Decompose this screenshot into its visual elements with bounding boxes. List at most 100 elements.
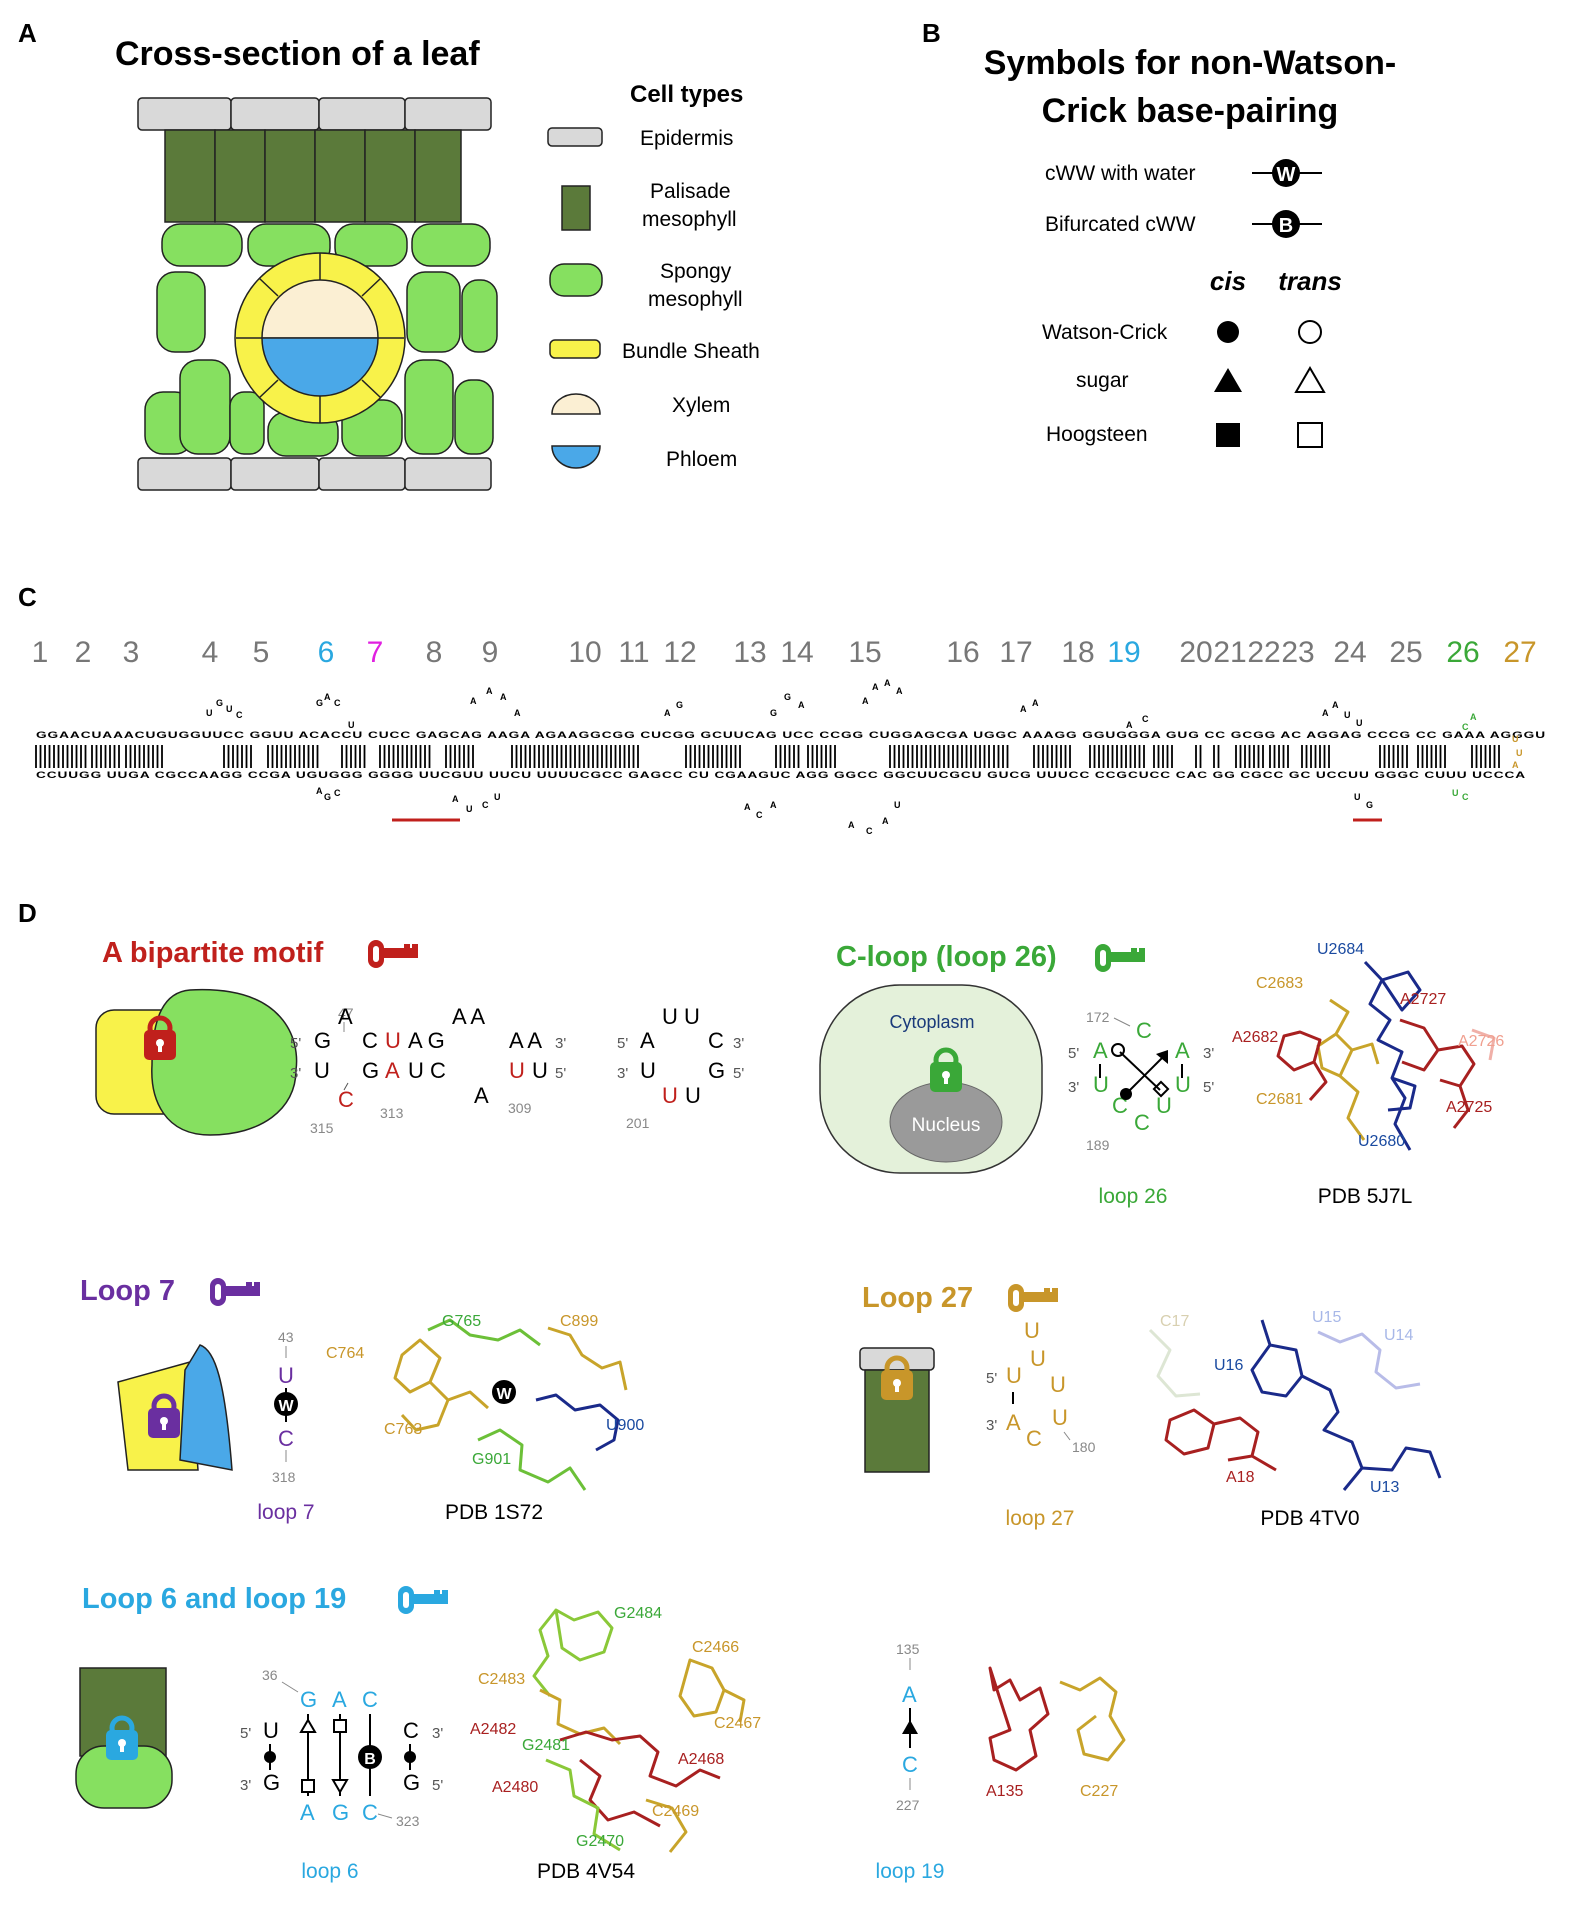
svg-text:C: C xyxy=(1026,1426,1042,1451)
loop6-caption: loop 6 xyxy=(301,1860,358,1883)
loop19-molecule xyxy=(988,1666,1126,1772)
loop-number: 18 xyxy=(1061,636,1094,669)
residue-label: U2684 xyxy=(1317,941,1364,958)
loop27-residue-labels: C17 U15 U14 U16 A18 U13 xyxy=(1160,1309,1413,1496)
loop27-pdb: PDB 4TV0 xyxy=(1260,1507,1359,1530)
loop27-section: Loop 27 U U 5' U U 3' A U C 180 loop xyxy=(859,1282,1442,1530)
hairpin-nucleotide: A xyxy=(862,696,869,706)
residue-label: U2680 xyxy=(1358,1133,1405,1150)
svg-text:C: C xyxy=(1136,1018,1152,1043)
epidermis-cell xyxy=(137,457,232,491)
key-icon xyxy=(368,940,418,968)
hairpin-nucleotide: A xyxy=(1032,698,1039,708)
residue-label: C2469 xyxy=(652,1803,699,1820)
nt: G xyxy=(314,1028,331,1053)
svg-text:U: U xyxy=(1024,1318,1040,1343)
hairpin-nucleotide: A xyxy=(744,802,751,812)
nt-189: 189 xyxy=(1086,1137,1110,1153)
nt-47: 47 xyxy=(338,1005,354,1021)
loop-number: 16 xyxy=(946,636,979,669)
palisade-cell xyxy=(264,129,316,223)
palisade-cell xyxy=(164,129,216,223)
residue-label: U900 xyxy=(606,1417,644,1434)
cloop-molecule xyxy=(1276,960,1496,1151)
spongy-cell xyxy=(161,223,243,267)
svg-text:3': 3' xyxy=(986,1417,997,1434)
nt-227: 227 xyxy=(896,1797,920,1813)
nt-318: 318 xyxy=(272,1469,296,1485)
hairpin-nucleotide: A xyxy=(896,686,903,696)
three-prime-2: 3' xyxy=(555,1035,566,1052)
five-prime-1: 5' xyxy=(290,1035,301,1052)
svg-text:3': 3' xyxy=(240,1777,251,1794)
loop7-title: Loop 7 xyxy=(80,1275,175,1307)
hairpin-nucleotide: G xyxy=(1366,800,1373,810)
residue-label: A2480 xyxy=(492,1779,538,1796)
nt: A xyxy=(385,1058,400,1083)
hairpin-nucleotide: A xyxy=(316,786,323,796)
hairpin-nucleotide: A xyxy=(486,686,493,696)
legend-palisade: Palisade xyxy=(650,180,731,203)
nt: A A xyxy=(452,1004,485,1029)
svg-text:U: U xyxy=(1030,1346,1046,1371)
loop-number: 24 xyxy=(1333,636,1366,669)
hairpin-nucleotide: G xyxy=(676,700,683,710)
nt: U U xyxy=(662,1004,700,1029)
nt: A A xyxy=(509,1028,542,1053)
residue-label: G2484 xyxy=(614,1605,662,1622)
hairpin-nucleotide: U xyxy=(226,704,233,714)
lock-icon xyxy=(148,1393,180,1438)
hairpin-nucleotide: C xyxy=(866,826,873,836)
legend-palisade-2: mesophyll xyxy=(642,208,737,231)
hairpin-nucleotide: U xyxy=(894,800,901,810)
panel-a-title: Cross-section of a leaf xyxy=(115,35,480,73)
hairpin-nucleotide: G xyxy=(316,698,323,708)
loop7-section: Loop 7 43 U W C 318 loop 7 PDB 1S72 xyxy=(80,1275,644,1524)
residue-label: C2681 xyxy=(1256,1091,1303,1108)
xylem xyxy=(261,279,379,339)
svg-text:A: A xyxy=(1093,1038,1108,1063)
hairpin-nucleotide: A xyxy=(470,696,477,706)
cloop-section: C-loop (loop 26) Cytoplasm Nucleus 172 C… xyxy=(819,941,1504,1208)
hairpin-nucleotide: A xyxy=(1126,720,1133,730)
hairpin-nucleotide: A xyxy=(514,708,521,718)
loop27-title: Loop 27 xyxy=(862,1282,973,1314)
row-sugar: sugar xyxy=(1076,369,1129,392)
hairpin-nucleotide: C xyxy=(334,698,341,708)
hairpin-nucleotide: A xyxy=(1332,700,1339,710)
residue-label: G901 xyxy=(472,1451,511,1468)
nt: U xyxy=(385,1028,401,1053)
nt: U xyxy=(640,1058,656,1083)
hairpin-nucleotide: A xyxy=(500,692,507,702)
hairpin-nucleotide: A xyxy=(1512,760,1519,770)
panel-b-title-2: Crick base-pairing xyxy=(1042,92,1339,130)
residue-label: G765 xyxy=(442,1313,481,1330)
loop-number: 15 xyxy=(848,636,881,669)
cis-sugar-symbol xyxy=(902,1720,918,1734)
hairpin-nucleotide: U xyxy=(1356,718,1363,728)
svg-text:5': 5' xyxy=(986,1370,997,1387)
bottom-strand-sequence: CCUUGG UUGA CGCCAAGG CCGA UGUGGG GGGG UU… xyxy=(36,770,1526,780)
epidermis-cell xyxy=(318,457,406,491)
nt: C xyxy=(362,1028,378,1053)
hairpin-nucleotide: A xyxy=(798,700,805,710)
cloop-residue-labels: U2684 C2683 A2727 A2682 A2726 C2681 A272… xyxy=(1232,941,1504,1150)
spongy-cell xyxy=(411,223,491,267)
loop-number: 3 xyxy=(123,636,140,669)
loop-number: 22 xyxy=(1247,636,1280,669)
residue-label: G2470 xyxy=(576,1833,624,1850)
phloem xyxy=(261,337,379,397)
bifurcated-label: Bifurcated cWW xyxy=(1045,213,1196,236)
hairpin-nucleotide: U xyxy=(348,720,355,730)
nt: U xyxy=(278,1363,294,1388)
hairpin-nucleotide: U xyxy=(1344,710,1351,720)
loop-number: 2 xyxy=(75,636,92,669)
legend-sheath-swatch xyxy=(549,339,601,359)
palisade-cell xyxy=(314,129,366,223)
nt-315: 315 xyxy=(310,1120,334,1136)
trans-wc-symbol xyxy=(1298,320,1322,344)
five-prime-4: 5' xyxy=(733,1065,744,1082)
epidermis-cell xyxy=(230,457,320,491)
legend-spongy: Spongy xyxy=(660,260,732,283)
cloop-title: C-loop (loop 26) xyxy=(836,941,1057,973)
